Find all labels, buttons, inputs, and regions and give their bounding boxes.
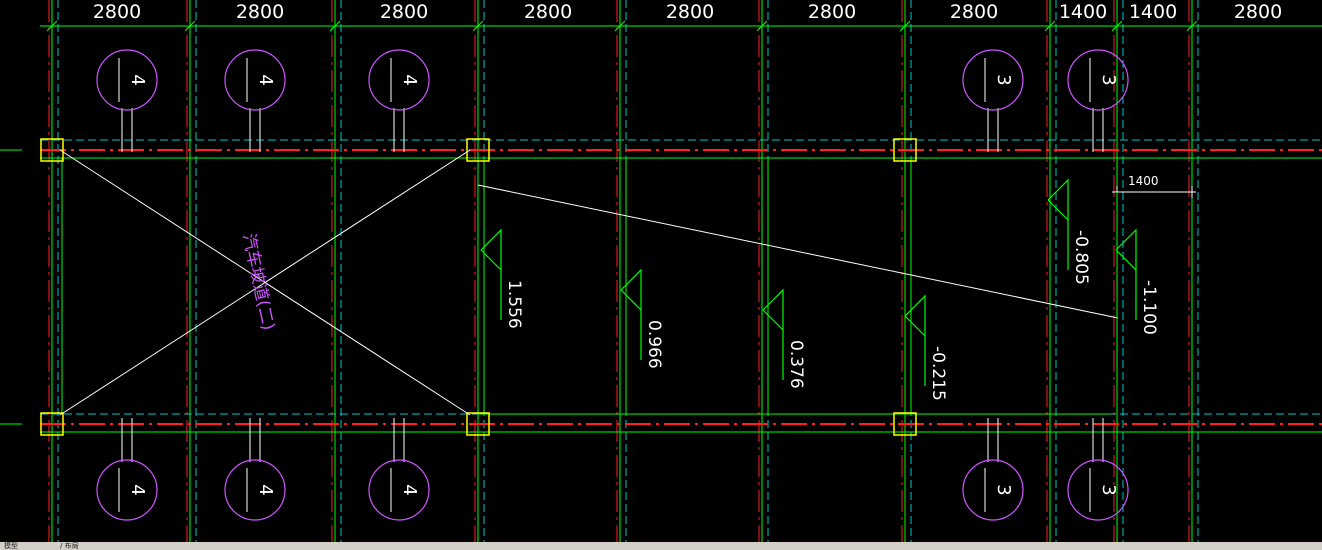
elevation-text: 0.376: [786, 340, 806, 389]
slab-mark-number: 4: [127, 484, 148, 495]
slab-mark-number: 3: [1098, 74, 1119, 85]
slab-mark-icon: 4: [224, 418, 286, 521]
slab-mark-icon: 4: [368, 418, 430, 521]
slab-mark-number: 4: [399, 484, 420, 495]
column-box-icon: [466, 412, 490, 436]
slab-marks: 4 4 4 3 3 4 4 4 3 3: [96, 49, 1129, 521]
ramp-opening: 汽车坡道(二): [59, 149, 471, 416]
slab-mark-icon: 3: [962, 49, 1024, 152]
elevation-marker-icon: 1.556: [480, 228, 524, 329]
slab-mark-icon: 4: [96, 418, 158, 521]
inner-dimension-text: 1400: [1128, 174, 1159, 188]
slab-mark-number: 3: [993, 484, 1014, 495]
tab-model[interactable]: 模型: [4, 542, 18, 550]
slab-mark-icon: 4: [368, 49, 430, 152]
elevation-text: -0.805: [1071, 230, 1091, 285]
elevation-markers: 1.556 0.966 0.376 -0.215 -0.805 -1.100: [480, 178, 1159, 401]
elevation-text: 1.556: [504, 280, 524, 329]
top-dimension-text: 2800: [93, 1, 141, 23]
column-box-icon: [40, 412, 64, 436]
elevation-marker-icon: 0.376: [762, 288, 806, 389]
column-markers: [40, 138, 917, 436]
elevation-text: 0.966: [644, 320, 664, 369]
column-box-icon: [466, 138, 490, 162]
slab-mark-number: 4: [399, 74, 420, 85]
slab-mark-number: 4: [255, 484, 276, 495]
top-dimension-text: 2800: [950, 1, 998, 23]
layout-tab-bar: 模型 / 布局: [0, 542, 1322, 550]
elevation-marker-icon: -0.215: [904, 294, 948, 401]
column-grid-lines: [40, 0, 1322, 550]
top-dimension-text: 2800: [524, 1, 572, 23]
column-box-icon: [40, 138, 64, 162]
beam-lines: [40, 139, 1322, 433]
column-box-icon: [893, 412, 917, 436]
top-dimension-chain: 2800 2800 2800 2800 2800 2800 2800 1400 1400 2800: [46, 1, 1282, 32]
opening-diagonal-2: [59, 149, 471, 416]
top-dimension-text: 1400: [1059, 1, 1107, 23]
slab-mark-icon: 3: [962, 418, 1024, 521]
top-dimension-text: 2800: [1234, 1, 1282, 23]
elevation-text: -0.215: [928, 346, 948, 401]
elevation-marker-icon: -0.805: [1047, 178, 1091, 285]
slab-mark-icon: 3: [1067, 418, 1129, 521]
top-dimension-text: 2800: [236, 1, 284, 23]
slab-mark-icon: 3: [1067, 49, 1129, 152]
elevation-marker-icon: -1.100: [1115, 228, 1159, 335]
slab-mark-number: 4: [127, 74, 148, 85]
slab-mark-number: 3: [993, 74, 1014, 85]
top-dimension-text: 1400: [1129, 1, 1177, 23]
tab-layout[interactable]: / 布局: [60, 542, 79, 550]
slab-mark-number: 4: [255, 74, 276, 85]
ramp-label: 汽车坡道(二): [238, 232, 278, 332]
elevation-marker-icon: 0.966: [620, 268, 664, 369]
slab-mark-icon: 4: [224, 49, 286, 152]
inner-dimension: 1400: [1112, 174, 1196, 415]
top-dimension-text: 2800: [380, 1, 428, 23]
elevation-text: -1.100: [1139, 280, 1159, 335]
slab-mark-icon: 4: [96, 49, 158, 152]
ramp-slope-line: [477, 184, 1119, 319]
top-dimension-text: 2800: [808, 1, 856, 23]
column-box-icon: [893, 138, 917, 162]
top-dimension-text: 2800: [666, 1, 714, 23]
slab-mark-number: 3: [1098, 484, 1119, 495]
